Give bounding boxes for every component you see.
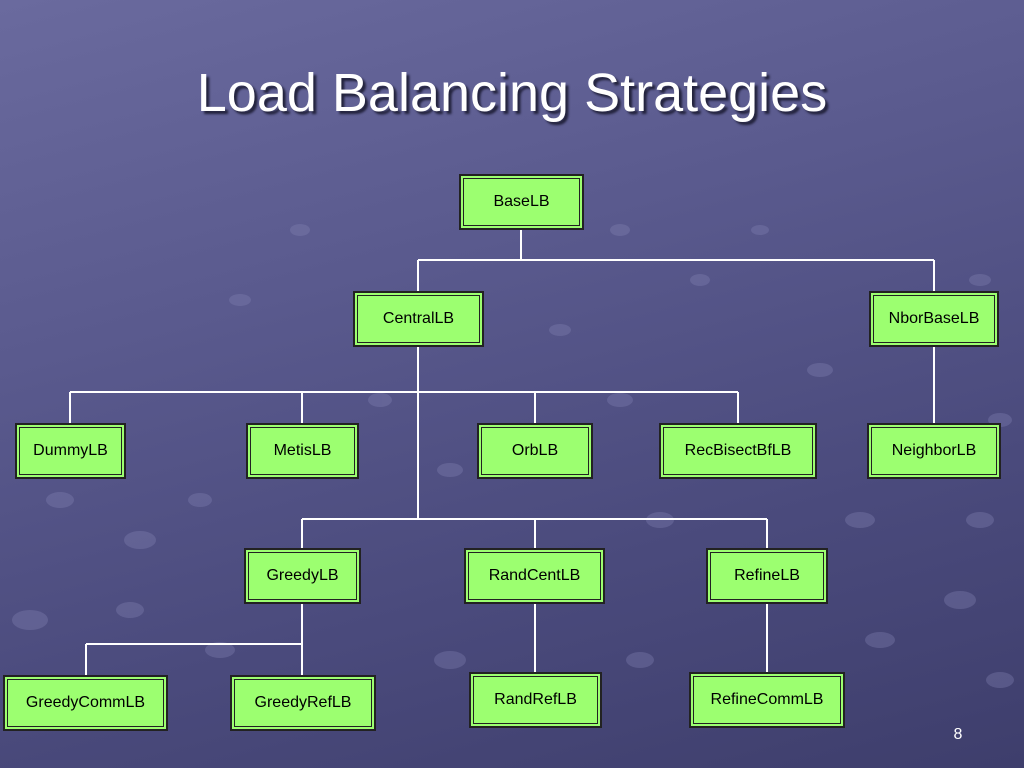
page-number: 8 [953, 726, 963, 743]
connector-baselb [417, 229, 935, 292]
node-greedyreflb: GreedyRefLB [230, 675, 376, 731]
node-refinelb: RefineLB [706, 548, 828, 604]
node-greedycommlb: GreedyCommLB [3, 675, 168, 731]
node-neighborlb: NeighborLB [867, 423, 1001, 479]
node-centrallb: CentralLB [353, 291, 484, 347]
slide-title: Load Balancing Strategies [196, 63, 828, 123]
node-baselb: BaseLB [459, 174, 584, 230]
node-randreflb: RandRefLB [469, 672, 602, 728]
node-nborbaselb: NborBaseLB [869, 291, 999, 347]
connector-centrallb-row2 [301, 518, 768, 549]
node-metislb: MetisLB [246, 423, 359, 479]
node-orblb: OrbLB [477, 423, 593, 479]
node-greedylb: GreedyLB [244, 548, 361, 604]
node-refinecommlb: RefineCommLB [689, 672, 845, 728]
node-randcentlb: RandCentLB [464, 548, 605, 604]
connector-centrallb-row1 [69, 346, 739, 519]
node-dummylb: DummyLB [15, 423, 126, 479]
connector-greedylb [85, 603, 303, 676]
node-recbisectbflb: RecBisectBfLB [659, 423, 817, 479]
